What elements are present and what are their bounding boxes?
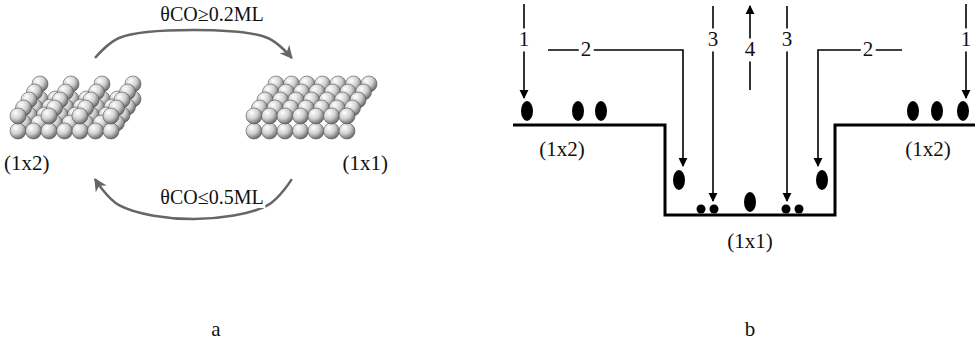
atom-sphere	[262, 123, 278, 139]
co-molecule	[744, 192, 756, 212]
callout-number: 4	[743, 38, 758, 61]
surface-slab: (1x2)	[4, 58, 144, 179]
co-small-dot	[697, 205, 706, 214]
atom-sphere	[324, 123, 340, 139]
atom-sphere	[103, 123, 119, 139]
atom-sphere	[10, 108, 26, 124]
atom-sphere	[246, 123, 262, 139]
atom-sphere	[57, 123, 73, 139]
process-arrows	[524, 4, 966, 201]
atom-sphere	[41, 108, 57, 124]
structure-label: (1x1)	[725, 230, 775, 253]
co-molecule	[521, 101, 533, 121]
co-molecule	[957, 101, 969, 121]
structure-label: (1x1)	[343, 152, 389, 175]
atom-sphere	[10, 123, 26, 139]
panel-letter: a	[209, 318, 222, 341]
co-molecule	[931, 101, 943, 121]
diffusion-arrow	[818, 50, 902, 166]
transition-arrow	[95, 30, 292, 58]
structure-label: (1x2)	[537, 138, 587, 161]
callout-number: 3	[780, 28, 795, 51]
transition-arrow	[95, 179, 292, 219]
atom-sphere	[277, 123, 293, 139]
co-molecule	[595, 101, 607, 121]
atom-sphere	[308, 108, 324, 124]
callout-number: 3	[706, 28, 721, 51]
callout-number: 2	[861, 38, 876, 61]
atom-sphere	[72, 108, 88, 124]
atom-sphere	[41, 123, 57, 139]
co-small-dot	[710, 205, 719, 214]
co-molecule	[816, 170, 828, 190]
atom-slab-drawing	[4, 58, 144, 150]
atom-sphere	[26, 123, 42, 139]
callout-number: 2	[579, 38, 594, 61]
atom-sphere	[246, 108, 262, 124]
atom-slab-drawing	[240, 58, 388, 150]
co-molecule	[572, 101, 584, 121]
atom-sphere	[72, 123, 88, 139]
atom-sphere	[324, 108, 340, 124]
structure-label: (1x2)	[4, 152, 50, 175]
coverage-condition: θCO≤0.5ML	[158, 186, 265, 208]
coverage-condition: θCO≥0.2ML	[158, 3, 265, 25]
atom-sphere	[339, 108, 355, 124]
atom-sphere	[339, 123, 355, 139]
co-molecule	[907, 101, 919, 121]
atom-sphere	[293, 108, 309, 124]
atom-sphere	[88, 123, 104, 139]
atom-sphere	[103, 108, 119, 124]
atom-sphere	[308, 123, 324, 139]
panel-letter: b	[743, 318, 758, 341]
co-small-dot	[782, 205, 791, 214]
callout-number: 1	[959, 28, 974, 51]
surface-step-profile	[513, 125, 975, 215]
atom-sphere	[262, 108, 278, 124]
co-molecule	[673, 170, 685, 190]
structure-label: (1x2)	[903, 138, 953, 161]
atom-sphere	[293, 123, 309, 139]
co-small-dot	[795, 205, 804, 214]
co-molecules	[521, 101, 969, 214]
atom-sphere	[277, 108, 293, 124]
callout-number: 1	[517, 28, 532, 51]
surface-slab: (1x1)	[240, 58, 388, 179]
